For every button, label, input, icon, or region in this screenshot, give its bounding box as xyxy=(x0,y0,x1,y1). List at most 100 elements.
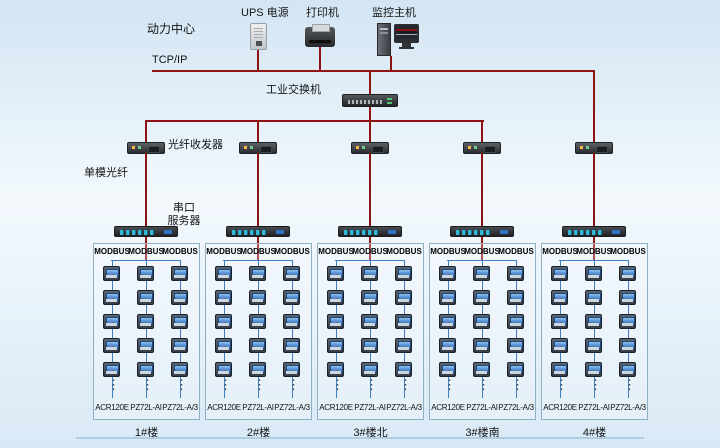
meter-device-icon xyxy=(215,314,232,329)
modbus-bus-label: MODBUS xyxy=(274,247,310,256)
building-name-label: 4#楼 xyxy=(582,427,607,439)
more-meters-ellipsis: ⋮ xyxy=(287,377,300,392)
meter-device-icon xyxy=(249,290,266,305)
meter-device-icon xyxy=(171,290,188,305)
meter-device-icon xyxy=(361,362,378,377)
modbus-bus-label: MODBUS xyxy=(430,247,466,256)
meter-model-label: ACR120E xyxy=(543,403,577,412)
meter-device-icon xyxy=(361,338,378,353)
meter-device-icon xyxy=(585,338,602,353)
serial-server-device xyxy=(114,226,178,237)
server-drop-line xyxy=(593,237,595,261)
meter-device-icon xyxy=(327,290,344,305)
more-meters-ellipsis: ⋮ xyxy=(331,377,344,392)
modbus-bus-line xyxy=(336,260,337,398)
serial-server-device xyxy=(450,226,514,237)
more-meters-ellipsis: ⋮ xyxy=(219,377,232,392)
serial-server-device xyxy=(338,226,402,237)
modbus-bus-label: MODBUS xyxy=(610,247,646,256)
group-uplink-line xyxy=(593,71,595,143)
meter-device-icon xyxy=(361,266,378,281)
meter-device-icon xyxy=(361,290,378,305)
modbus-bus-label: MODBUS xyxy=(464,247,500,256)
meter-device-icon xyxy=(395,362,412,377)
fiber-link-line xyxy=(257,153,259,227)
meter-device-icon xyxy=(103,290,120,305)
more-meters-ellipsis: ⋮ xyxy=(175,377,188,392)
monitor-stand xyxy=(399,43,414,49)
meter-model-label: PZ72L-AI xyxy=(354,403,386,412)
meter-device-icon xyxy=(507,314,524,329)
meter-device-icon xyxy=(439,362,456,377)
modbus-bus-label: MODBUS xyxy=(318,247,354,256)
more-meters-ellipsis: ⋮ xyxy=(141,377,154,392)
modbus-bus-line xyxy=(448,260,449,398)
group-uplink-line xyxy=(481,120,483,143)
power-center-label: 动力中心 xyxy=(147,22,196,36)
serial-server-label: 串口 服务器 xyxy=(162,202,206,228)
meter-model-label: PZ72L-A/3 xyxy=(162,403,198,412)
modbus-bus-label: MODBUS xyxy=(206,247,242,256)
modbus-bus-label: MODBUS xyxy=(128,247,164,256)
meter-device-icon xyxy=(585,290,602,305)
meter-device-icon xyxy=(585,266,602,281)
meter-model-label: ACR120E xyxy=(431,403,465,412)
meter-device-icon xyxy=(327,314,344,329)
modbus-bus-line xyxy=(482,260,483,398)
meter-device-icon xyxy=(249,338,266,353)
meter-device-icon xyxy=(137,290,154,305)
monitor-host-label: 监控主机 xyxy=(372,7,416,19)
meter-device-icon xyxy=(551,314,568,329)
meter-device-icon xyxy=(215,290,232,305)
fanout-bus-line xyxy=(145,120,484,122)
ups-device-icon xyxy=(250,23,267,50)
building-name-label: 2#楼 xyxy=(246,427,271,439)
meter-device-icon xyxy=(137,362,154,377)
modbus-bus-line xyxy=(516,260,517,398)
meter-device-icon xyxy=(507,362,524,377)
meter-model-label: PZ72L-A/3 xyxy=(498,403,534,412)
meter-device-icon xyxy=(103,338,120,353)
meter-device-icon xyxy=(619,266,636,281)
meter-device-icon xyxy=(283,314,300,329)
fiber-link-line xyxy=(369,153,371,227)
monitor-screen xyxy=(396,26,417,39)
meter-device-icon xyxy=(585,362,602,377)
modbus-bus-label: MODBUS xyxy=(498,247,534,256)
meter-model-label: ACR120E xyxy=(319,403,353,412)
meter-device-icon xyxy=(249,266,266,281)
meter-device-icon xyxy=(551,290,568,305)
meter-device-icon xyxy=(103,266,120,281)
meter-device-icon xyxy=(137,338,154,353)
modbus-bus-line xyxy=(594,260,595,398)
fiber-transceiver-label: 光纤收发器 xyxy=(168,139,223,151)
meter-device-icon xyxy=(171,314,188,329)
modbus-bus-label: MODBUS xyxy=(542,247,578,256)
meter-device-icon xyxy=(395,338,412,353)
meter-model-label: PZ72L-AI xyxy=(130,403,162,412)
meter-device-icon xyxy=(619,338,636,353)
modbus-bus-line xyxy=(370,260,371,398)
meter-device-icon xyxy=(619,290,636,305)
industrial-switch-device xyxy=(342,94,398,107)
meter-device-icon xyxy=(439,290,456,305)
meter-model-label: PZ72L-AI xyxy=(466,403,498,412)
meter-model-label: PZ72L-A/3 xyxy=(274,403,310,412)
modbus-bus-line xyxy=(292,260,293,398)
meter-device-icon xyxy=(551,338,568,353)
fiber-link-line xyxy=(593,153,595,227)
serial-server-label-line2: 服务器 xyxy=(167,215,201,227)
meter-device-icon xyxy=(473,290,490,305)
more-meters-ellipsis: ⋮ xyxy=(589,377,602,392)
tcpip-line xyxy=(152,70,595,72)
meter-device-icon xyxy=(439,314,456,329)
meter-device-icon xyxy=(551,362,568,377)
industrial-switch-label: 工业交换机 xyxy=(266,84,321,96)
meter-device-icon xyxy=(507,290,524,305)
modbus-bus-line xyxy=(112,260,113,398)
modbus-bus-line xyxy=(180,260,181,398)
meter-device-icon xyxy=(171,338,188,353)
modbus-bus-line xyxy=(146,260,147,398)
meter-device-icon xyxy=(507,338,524,353)
